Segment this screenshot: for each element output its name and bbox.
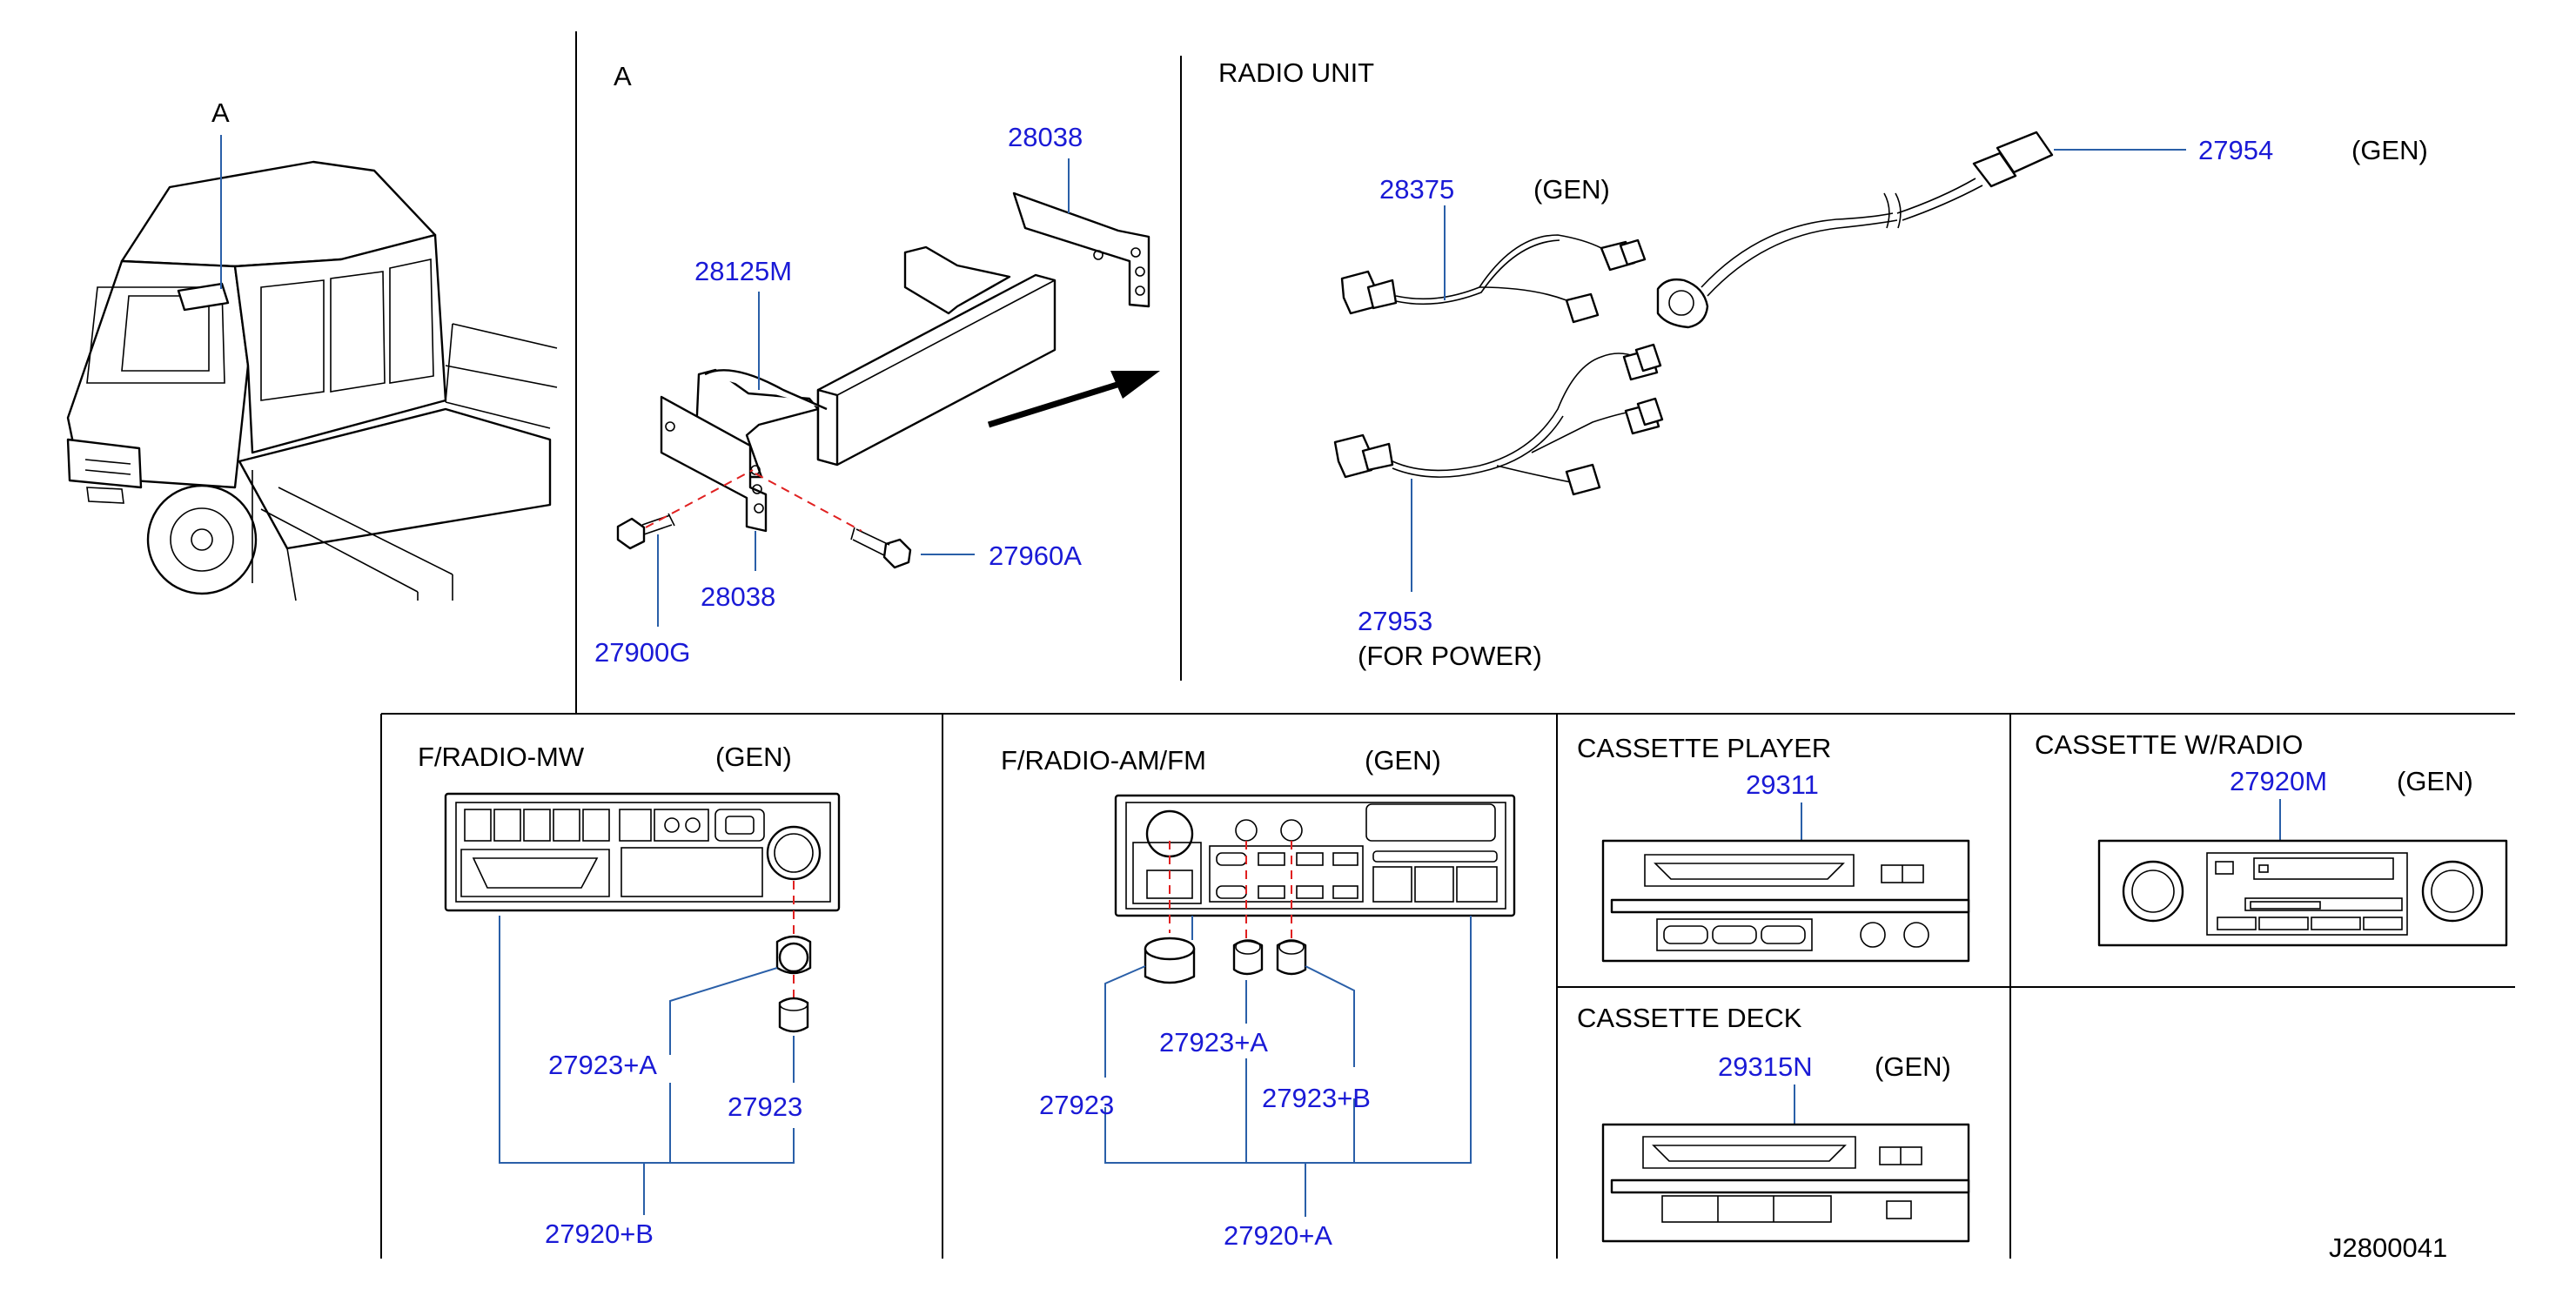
part-number-27920m: 27920M [2230, 766, 2327, 796]
mw-part-number-27920-b: 27920+B [545, 1219, 654, 1249]
f-radio-mw-unit [444, 792, 841, 1215]
f-radio-amfm-unit [1104, 794, 1516, 1217]
diagram-id: J2800041 [2329, 1232, 2447, 1263]
harness-27953-note: (FOR POWER) [1358, 641, 1542, 671]
part-number-28038-lower: 28038 [701, 581, 775, 612]
f-radio-amfm-note: (GEN) [1365, 745, 1441, 776]
mw-part-number-27923: 27923 [728, 1091, 802, 1122]
part-number-28375: 28375 [1379, 174, 1454, 205]
amfm-part-number-27923: 27923 [1039, 1090, 1114, 1120]
part-number-29315n: 29315N [1718, 1051, 1813, 1082]
view-a-title: A [614, 61, 632, 91]
wiring-harnesses [1333, 131, 2186, 592]
cassette-w-radio-note: (GEN) [2397, 766, 2473, 796]
cassette-deck-note: (GEN) [1875, 1051, 1951, 1082]
amfm-part-number-27923-b: 27923+B [1262, 1083, 1371, 1113]
cassette-player-unit [1601, 802, 1970, 963]
amfm-part-number-27920-a: 27920+A [1224, 1220, 1332, 1251]
cassette-w-radio-title: CASSETTE W/RADIO [2035, 729, 2303, 760]
part-number-27954: 27954 [2198, 135, 2273, 165]
truck-callout-label: A [211, 97, 230, 128]
f-radio-mw-title: F/RADIO-MW [418, 742, 585, 772]
panel-frame [380, 31, 2515, 1259]
part-number-27900g: 27900G [594, 637, 690, 668]
feeder-27954-note: (GEN) [2351, 135, 2428, 165]
cassette-w-radio-unit [2097, 799, 2508, 947]
part-number-29311: 29311 [1746, 769, 1819, 800]
part-number-28125m: 28125M [694, 256, 792, 286]
radio-unit-title: RADIO UNIT [1218, 57, 1374, 88]
cassette-deck-title: CASSETTE DECK [1577, 1003, 1802, 1033]
truck-illustration [66, 135, 558, 601]
mw-part-number-27923-a: 27923+A [548, 1050, 657, 1080]
harness-28375-note: (GEN) [1533, 174, 1610, 205]
part-number-27960a: 27960A [989, 541, 1082, 571]
f-radio-mw-note: (GEN) [715, 742, 792, 772]
radio-bracket-assembly [616, 158, 1160, 627]
part-number-28038-upper: 28038 [1008, 122, 1083, 152]
cassette-deck-unit [1601, 1084, 1970, 1243]
part-number-27953: 27953 [1358, 606, 1432, 636]
cassette-player-title: CASSETTE PLAYER [1577, 733, 1831, 763]
f-radio-amfm-title: F/RADIO-AM/FM [1001, 745, 1206, 776]
amfm-part-number-27923-a: 27923+A [1159, 1027, 1268, 1058]
